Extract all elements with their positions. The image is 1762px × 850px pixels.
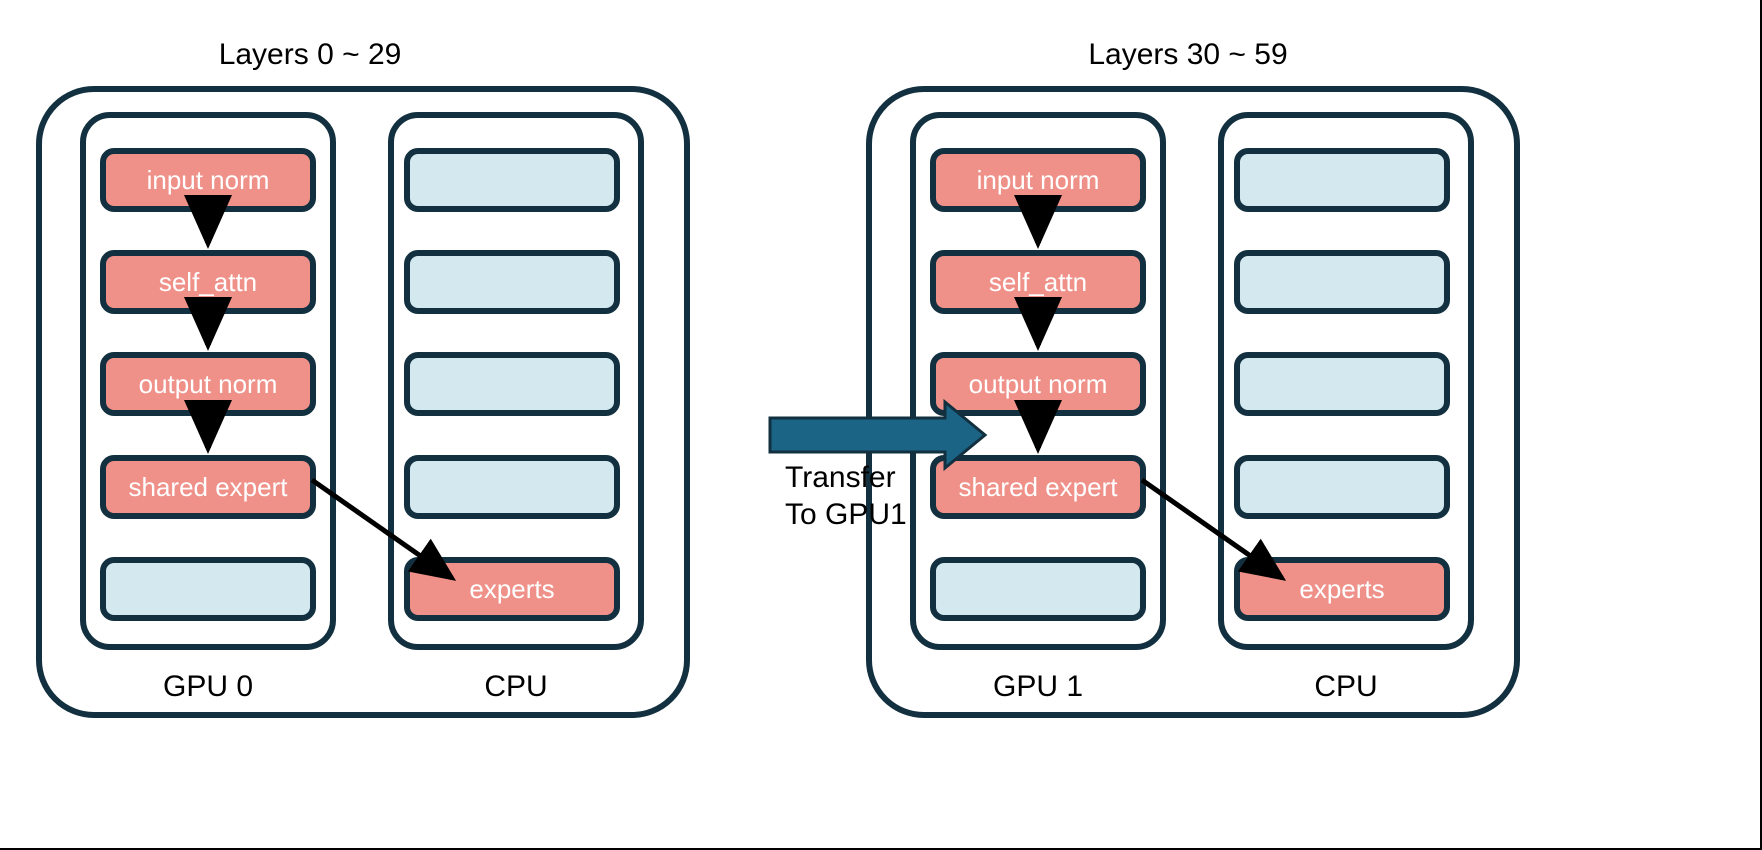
left-gpu-label: GPU 0 xyxy=(162,670,254,703)
left-cpu-unit-1[interactable] xyxy=(404,148,620,212)
page-frame-right-edge xyxy=(1760,0,1762,850)
transfer-label-line2: To GPU1 xyxy=(785,497,907,531)
left-gpu-unit-self-attn[interactable]: self_attn xyxy=(100,250,316,314)
unit-label: output norm xyxy=(138,368,278,399)
unit-label: experts xyxy=(1299,573,1385,604)
left-gpu-unit-input-norm[interactable]: input norm xyxy=(100,148,316,212)
right-gpu-unit-shared-expert[interactable]: shared expert xyxy=(930,455,1146,519)
right-gpu-label: GPU 1 xyxy=(992,670,1084,703)
right-panel-title: Layers 30 ~ 59 xyxy=(1088,38,1288,71)
right-cpu-unit-3[interactable] xyxy=(1234,352,1450,416)
transfer-label-line1: Transfer xyxy=(785,461,896,494)
right-cpu-unit-experts[interactable]: experts xyxy=(1234,557,1450,621)
unit-label: shared expert xyxy=(958,471,1118,502)
right-cpu-label: CPU xyxy=(1314,670,1378,703)
left-cpu-unit-2[interactable] xyxy=(404,250,620,314)
left-cpu-unit-4[interactable] xyxy=(404,455,620,519)
left-cpu-unit-3[interactable] xyxy=(404,352,620,416)
unit-label: experts xyxy=(469,573,555,604)
right-gpu-unit-output-norm[interactable]: output norm xyxy=(930,352,1146,416)
unit-label: self_attn xyxy=(158,266,258,297)
right-gpu-unit-empty[interactable] xyxy=(930,557,1146,621)
right-gpu-unit-input-norm[interactable]: input norm xyxy=(930,148,1146,212)
unit-label: input norm xyxy=(146,164,270,195)
unit-label: shared expert xyxy=(128,471,288,502)
transfer-arrow-label: Transfer To GPU1 xyxy=(785,460,907,533)
left-gpu-unit-output-norm[interactable]: output norm xyxy=(100,352,316,416)
unit-label: input norm xyxy=(976,164,1100,195)
left-panel-title: Layers 0 ~ 29 xyxy=(218,38,402,71)
right-cpu-unit-2[interactable] xyxy=(1234,250,1450,314)
left-cpu-unit-experts[interactable]: experts xyxy=(404,557,620,621)
right-gpu-unit-self-attn[interactable]: self_attn xyxy=(930,250,1146,314)
right-cpu-unit-4[interactable] xyxy=(1234,455,1450,519)
page-frame-bottom-edge xyxy=(0,848,1762,850)
right-cpu-unit-1[interactable] xyxy=(1234,148,1450,212)
left-gpu-unit-empty[interactable] xyxy=(100,557,316,621)
unit-label: output norm xyxy=(968,368,1108,399)
left-cpu-label: CPU xyxy=(484,670,548,703)
left-gpu-unit-shared-expert[interactable]: shared expert xyxy=(100,455,316,519)
unit-label: self_attn xyxy=(988,266,1088,297)
